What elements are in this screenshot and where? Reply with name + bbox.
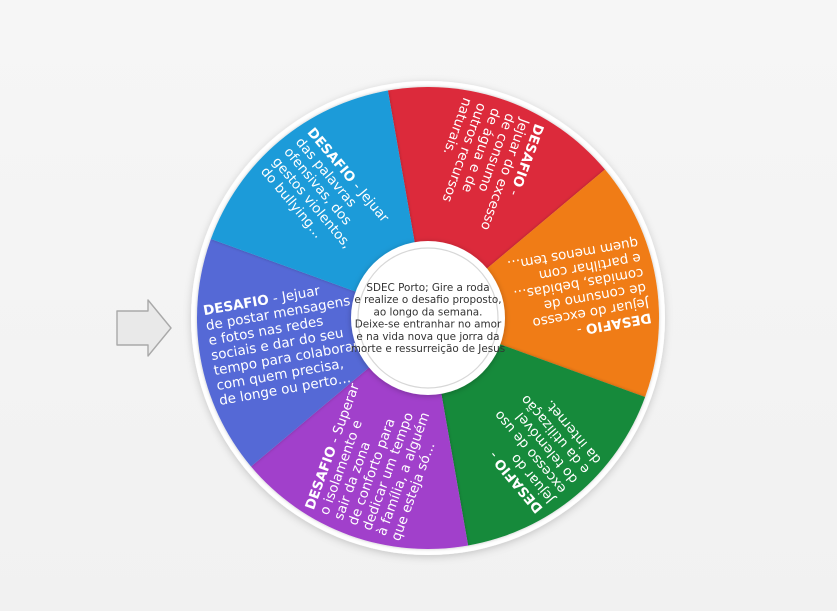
wheel-segment [428, 169, 660, 398]
segment-label: DESAFIO - Jejuarde postar mensagense fot… [202, 278, 366, 409]
segment-label: DESAFIO -Jejuar do excessode consumo dec… [506, 234, 654, 348]
wheel-segment [428, 318, 646, 546]
segment-label: DESAFIO - Superaro isolamento esair da z… [302, 381, 448, 543]
wheel-segment [196, 238, 428, 467]
wheel-segment [210, 90, 428, 318]
wheel-pointer-arrow-icon [116, 299, 172, 357]
hub-inner-ring [357, 247, 499, 389]
